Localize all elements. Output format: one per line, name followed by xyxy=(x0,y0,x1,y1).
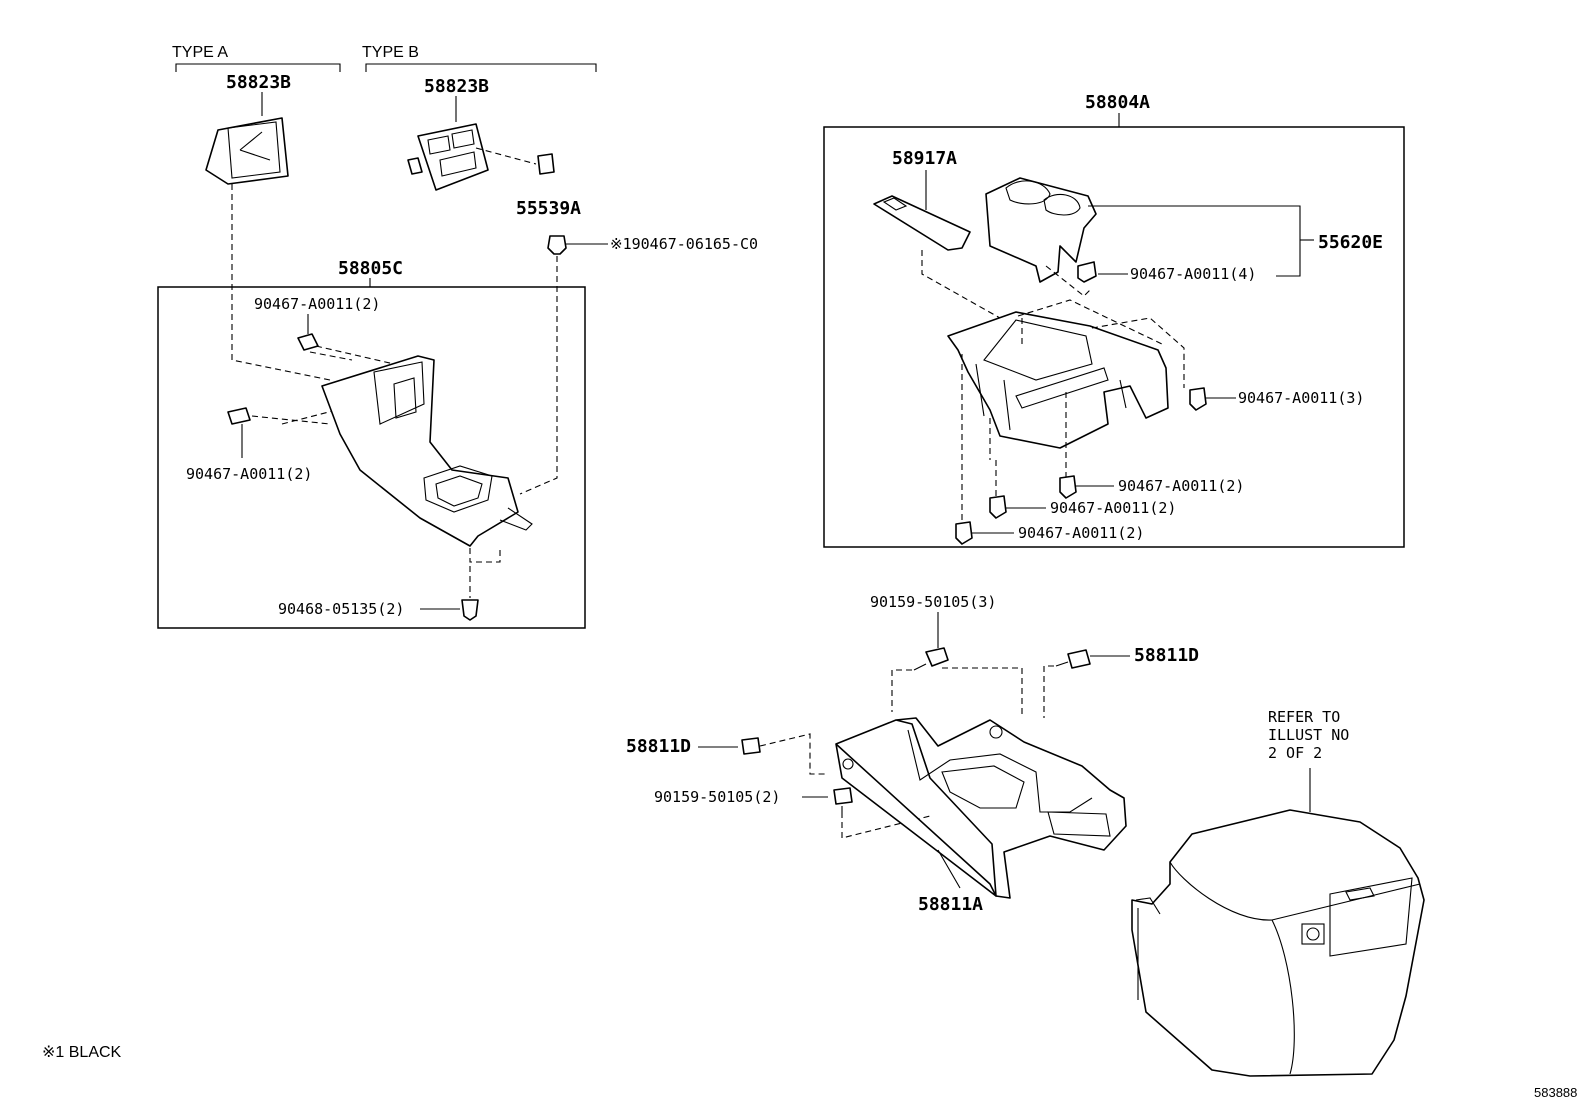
type-b-label: TYPE B xyxy=(362,44,419,61)
clip-left-mid-icon xyxy=(227,407,251,425)
clip-r2b-label: 90467-A0011(2) xyxy=(1050,499,1176,517)
part-90467-06165-label: ※190467-06165-C0 xyxy=(610,235,758,253)
refer-line2: ILLUST NO xyxy=(1268,726,1349,744)
bolt-58811d-left-icon xyxy=(741,737,761,755)
refer-line1: REFER TO xyxy=(1268,708,1340,726)
type-a-label: TYPE A xyxy=(172,44,228,61)
switch-55539a-part[interactable]: 55539A xyxy=(516,153,581,219)
console-box-group: 90159-50105(3) 58811D 58811D 90159-50105… xyxy=(626,593,1199,915)
clip-r2b-icon xyxy=(989,495,1007,519)
footnote-text: ※1 BLACK xyxy=(42,1044,122,1061)
part-58805c-label: 58805C xyxy=(338,258,403,279)
clip-r2c-icon xyxy=(955,521,973,545)
cup-holder-base-part[interactable] xyxy=(947,311,1169,449)
assembly-58804a-box xyxy=(823,126,1405,548)
bolt-58811d-right-label: 58811D xyxy=(1134,645,1199,666)
clip-r4-icon xyxy=(1077,261,1097,283)
clip-r2c-label: 90467-A0011(2) xyxy=(1018,524,1144,542)
bezel-type-a-part[interactable]: 58823B xyxy=(205,72,331,381)
cup-holder-assembly: 58804A 58917A 55620E 90467-A0011(4) 9046… xyxy=(823,92,1405,548)
console-lid-part[interactable] xyxy=(1131,809,1425,1077)
clip-r2a-label: 90467-A0011(2) xyxy=(1118,477,1244,495)
console-lid-group: REFER TO ILLUST NO 2 OF 2 xyxy=(1131,708,1425,1077)
part-58917a-label: 58917A xyxy=(892,148,957,169)
screw-2-label: 90159-50105(2) xyxy=(654,788,780,806)
clip-r4-label: 90467-A0011(4) xyxy=(1130,265,1256,283)
clip-left-top-label: 90467-A0011(2) xyxy=(254,295,380,313)
bolt-58811d-right-icon xyxy=(1067,649,1091,669)
bezel-type-b-part[interactable]: 58823B xyxy=(407,76,537,191)
type-a-group: TYPE A xyxy=(172,44,341,72)
cup-insert-55620e-part[interactable] xyxy=(985,177,1097,283)
type-b-group: TYPE B xyxy=(362,44,597,72)
part-58823b-a-label: 58823B xyxy=(226,72,291,93)
part-58804a-label: 58804A xyxy=(1085,92,1150,113)
clip-left-mid-label: 90467-A0011(2) xyxy=(186,465,312,483)
shift-panel-part[interactable] xyxy=(321,355,519,547)
shift-panel-assembly: 58805C 90467-A0011(2) 90467-A0011(2) 904… xyxy=(157,258,586,629)
clip-06165-part[interactable]: ※190467-06165-C0 xyxy=(519,235,758,495)
clip-left-top-icon xyxy=(297,333,319,351)
clip-r3-label: 90467-A0011(3) xyxy=(1238,389,1364,407)
clip-90468-icon xyxy=(461,599,479,621)
part-55539a-label: 55539A xyxy=(516,198,581,219)
screw-3-icon xyxy=(925,647,949,667)
clip-r3-icon xyxy=(1189,387,1207,411)
clip-90468-label: 90468-05135(2) xyxy=(278,600,404,618)
diagram-id-text: 583888 xyxy=(1534,1085,1577,1099)
part-58811a-label: 58811A xyxy=(918,894,983,915)
clip-r2a-icon xyxy=(1059,475,1077,499)
mat-58917a-part[interactable] xyxy=(873,195,971,251)
part-55620e-label: 55620E xyxy=(1318,232,1383,253)
part-58823b-b-label: 58823B xyxy=(424,76,489,97)
screw-2-icon xyxy=(833,787,853,805)
bolt-58811d-left-label: 58811D xyxy=(626,736,691,757)
refer-line3: 2 OF 2 xyxy=(1268,744,1322,762)
screw-3-label: 90159-50105(3) xyxy=(870,593,996,611)
assembly-58805c-box xyxy=(157,286,586,629)
